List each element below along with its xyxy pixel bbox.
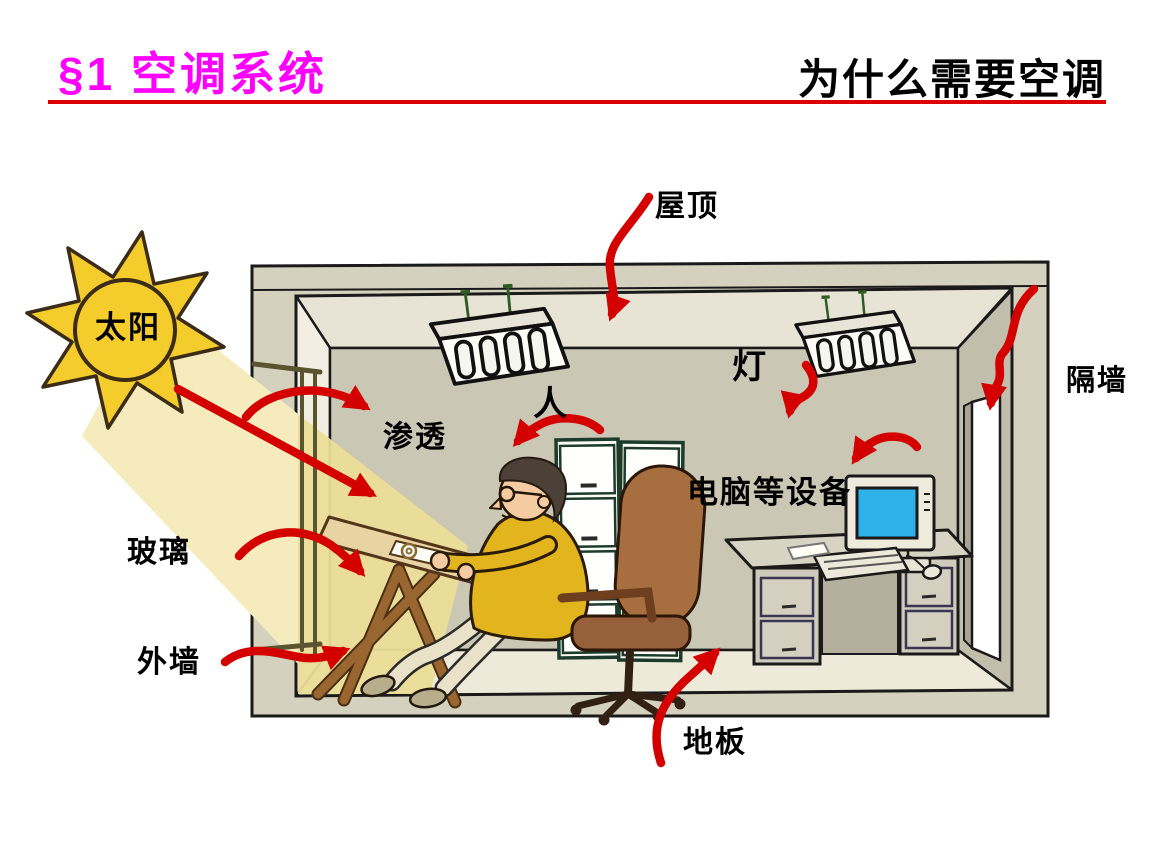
person-glasses	[498, 485, 516, 503]
heat-arrow-exterior-wall	[220, 645, 351, 671]
chair-armrest	[557, 587, 657, 623]
heat-arrow-person	[512, 414, 605, 448]
chair-seat	[570, 614, 692, 652]
heat-arrow-sunray	[173, 384, 377, 498]
label-infiltration: 渗透	[383, 421, 447, 454]
desk-paper	[786, 541, 831, 561]
person-sweater	[469, 510, 590, 642]
chair-post	[624, 649, 634, 695]
heat-arrow-infiltration	[241, 385, 371, 422]
label-lamp: 灯	[732, 348, 768, 386]
desk-drawer	[904, 609, 954, 650]
paper-stamp	[400, 542, 418, 560]
page-title: 为什么需要空调	[797, 56, 1106, 103]
person-figure	[360, 456, 590, 709]
person-shoe	[408, 687, 448, 709]
label-partition-wall: 隔墙	[1066, 365, 1129, 397]
label-glass: 玻璃	[127, 536, 191, 569]
person-hand	[456, 562, 476, 582]
label-sun: 太阳	[95, 310, 161, 345]
heat-arrow-floor	[652, 647, 721, 768]
label-equipment: 电脑等设备	[687, 475, 852, 510]
title-underline	[48, 100, 1106, 104]
person-ear	[537, 495, 551, 509]
computer-desk	[724, 474, 974, 666]
heat-arrow-partition	[981, 284, 1039, 411]
label-floor: 地板	[683, 726, 747, 759]
heat-arrows	[173, 192, 1039, 768]
heat-arrow-lamp	[780, 360, 818, 419]
mouse-cable	[905, 555, 925, 569]
roof-inner-line	[251, 285, 1049, 291]
desk-drawer	[759, 576, 815, 618]
person-mouth	[501, 514, 515, 519]
computer-mouse	[921, 564, 943, 580]
label-exterior-wall: 外墙	[137, 646, 201, 679]
label-person: 人	[533, 385, 569, 423]
heat-arrow-roof	[605, 192, 654, 322]
label-roof: 屋顶	[655, 190, 719, 223]
person-nose	[489, 497, 502, 510]
door-opening	[970, 392, 1002, 662]
desk-drawer	[759, 619, 815, 660]
person-hand	[429, 550, 451, 572]
person-shoe	[360, 674, 396, 698]
person-hair	[498, 456, 568, 523]
heat-arrow-equipment	[851, 432, 922, 465]
monitor-screen	[855, 486, 919, 540]
section-title: §1 空调系统	[58, 48, 327, 100]
heat-arrow-glass	[234, 528, 366, 577]
sun-icon	[25, 230, 226, 430]
sunbeam-outside	[82, 300, 298, 664]
